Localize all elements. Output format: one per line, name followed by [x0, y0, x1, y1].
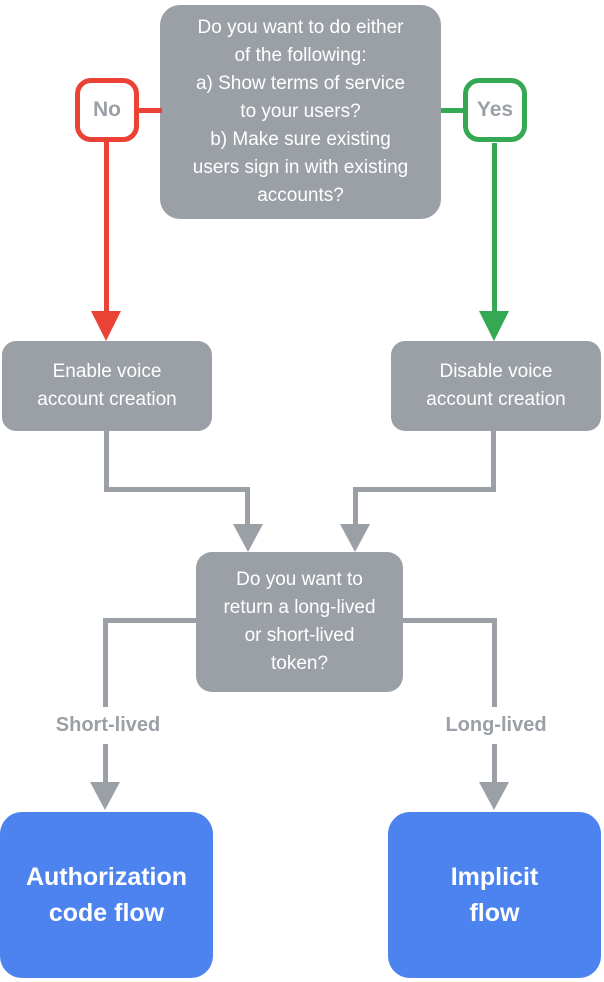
badge-no-label: No — [93, 98, 121, 121]
badge-yes-label: Yes — [476, 98, 514, 121]
connector-disable-down — [491, 431, 496, 492]
connector-no-horizontal — [138, 108, 162, 113]
no-branch-arrowhead-icon — [91, 311, 121, 341]
authorization-code-flow-text: Authorization code flow — [25, 863, 188, 927]
short-lived-arrowhead-icon — [90, 782, 120, 810]
yes-branch-arrowhead-icon — [479, 311, 509, 341]
token-question-text: Do you want to return a long-lived or sh… — [223, 569, 376, 674]
disable-arrowhead-icon — [340, 524, 370, 552]
short-lived-text: Short-lived — [55, 714, 161, 736]
connector-long-horizontal — [403, 618, 497, 623]
connector-disable-horizontal — [353, 487, 496, 492]
connector-long-vertical — [492, 618, 497, 784]
node-token-question: Do you want to return a long-lived or sh… — [196, 552, 403, 692]
long-lived-arrowhead-icon — [479, 782, 509, 810]
implicit-flow-text: Implicit flow — [450, 863, 539, 927]
enable-arrowhead-icon — [233, 524, 263, 552]
connector-short-vertical — [103, 618, 108, 784]
badge-no: No — [75, 78, 139, 142]
node-authorization-code-flow: Authorization code flow — [0, 812, 213, 978]
label-long-lived: Long-lived — [411, 707, 581, 744]
node-disable-voice: Disable voice account creation — [391, 341, 601, 431]
node-enable-voice: Enable voice account creation — [2, 341, 212, 431]
label-short-lived: Short-lived — [23, 707, 193, 744]
connector-disable-into-question — [353, 487, 358, 527]
badge-yes: Yes — [463, 78, 527, 142]
disable-voice-text: Disable voice account creation — [426, 361, 566, 410]
node-implicit-flow: Implicit flow — [388, 812, 601, 978]
connector-yes-horizontal — [441, 108, 463, 113]
connector-no-vertical — [104, 142, 109, 312]
node-root-question: Do you want to do either of the followin… — [160, 5, 441, 219]
connector-enable-horizontal — [104, 487, 250, 492]
connector-enable-into-question — [245, 487, 250, 527]
connector-short-horizontal — [103, 618, 196, 623]
enable-voice-text: Enable voice account creation — [37, 361, 177, 410]
root-question-text: Do you want to do either of the followin… — [192, 17, 409, 206]
connector-yes-vertical — [492, 143, 497, 312]
connector-enable-down — [104, 431, 109, 492]
long-lived-text: Long-lived — [445, 714, 547, 736]
